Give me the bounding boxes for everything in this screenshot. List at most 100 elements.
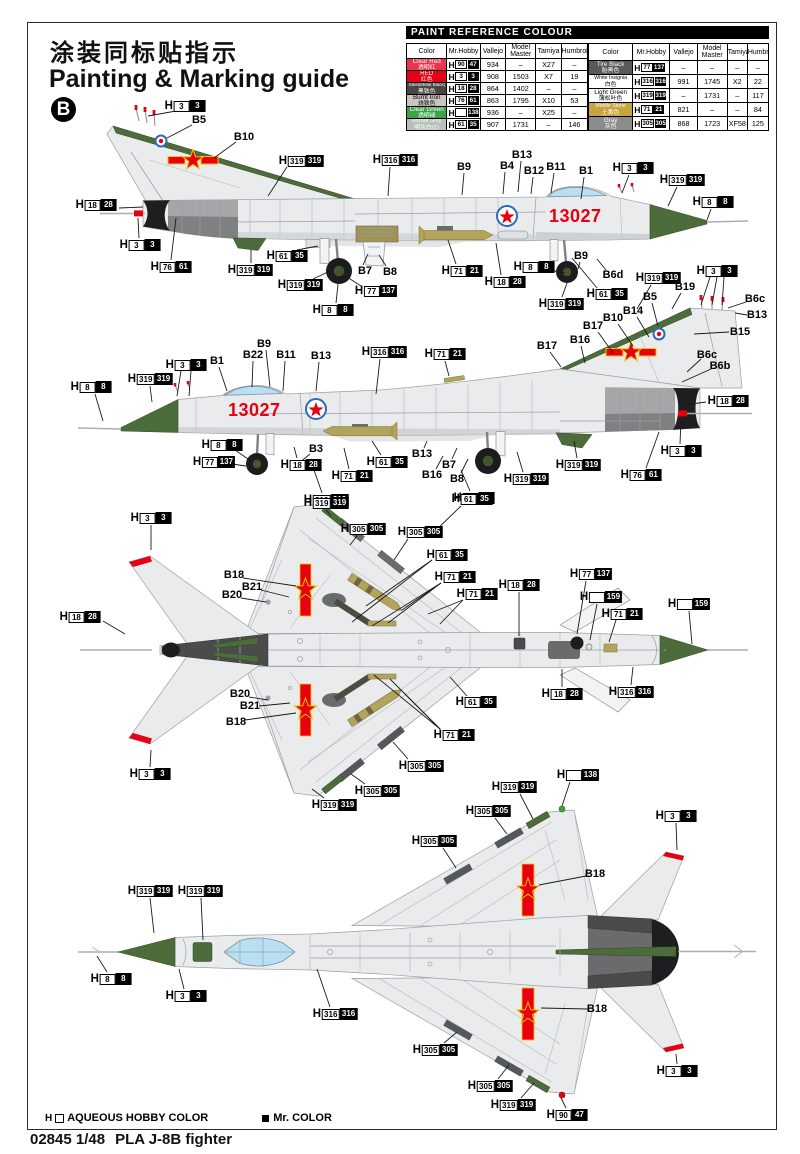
art-shape [255,433,260,456]
art-shape [239,411,561,415]
humbrol-code: 146 [560,118,589,131]
paint-callout-h: H [424,348,433,360]
leader-line [118,206,144,209]
leader-line [580,345,586,364]
paint-name-cn: 黑铁色 [417,87,436,95]
art-shape [333,598,374,627]
hobby-h-prefix: H [448,119,455,130]
mrcolor-number: 3 [189,100,206,112]
aqueous-number: 319 [312,497,331,509]
leader-line [343,447,350,470]
art-shape [362,241,386,267]
art-shape [443,863,473,885]
mrcolor-number: 137 [379,285,398,297]
leader-line [688,610,693,645]
mrcolor-number: 28 [100,199,117,211]
wing-insignia-top-up [515,863,541,917]
part-callout: B12 [523,165,545,177]
art-shape [347,689,403,728]
mrcolor-number: 28 [305,459,322,471]
col-color: Color [587,42,634,62]
art-shape [605,348,624,357]
art-shape [377,549,405,575]
art-shape [570,636,584,650]
part-callout: B13 [511,149,533,161]
paint-callout-h: H [441,265,450,277]
tamiya-code: X10 [535,94,562,107]
leader-line [519,793,534,820]
leader-line [312,270,331,280]
mrcolor-number: 8 [115,973,132,985]
leader-line [439,599,464,625]
aircraft-number: 13027 [549,206,602,226]
art-shape [443,1019,473,1041]
art-shape [347,689,403,728]
paint-callout-h: H [70,381,79,393]
art-shape [525,1075,551,1093]
modelmaster-code: 1731 [696,88,728,104]
paint-swatch: Steel(Metal Black)黑铁色 [405,82,448,95]
paint-callout-h: H [546,1109,555,1121]
mrcolor-number: 319 [517,1099,536,1111]
paint-callout-h: H [366,456,375,468]
art-shape [367,620,397,627]
aqueous-number: 305 [420,835,439,847]
tamiya-code: – [726,102,748,118]
art-shape [130,151,164,202]
art-shape [699,295,703,300]
art-shape [663,852,684,861]
mrcolor-number: 21 [481,588,498,600]
aqueous-number [565,769,582,781]
paint-callout-h: H [491,781,501,793]
paint-name-cn: 土黄色 [601,108,620,116]
paint-callout-h: H [165,359,174,371]
hobby-h-prefix: H [634,104,641,115]
aqueous-code-box: 305 [640,119,655,128]
art-shape [333,265,345,277]
art-shape [630,183,634,187]
tamiya-code: X2 [726,74,748,90]
part-callout: B22 [242,349,264,361]
part-callout: B8 [382,266,398,278]
part-callout: B13 [746,309,768,321]
paint-callout-h: H [130,512,139,524]
paint-callout-h: H [266,250,275,262]
paint-callout-h: H [503,473,513,485]
mrcolor-number: 21 [449,348,466,360]
mrcolor-number: 21 [466,265,483,277]
leader-line [311,788,325,799]
art-shape [417,639,423,645]
leader-line [449,676,468,697]
art-shape [494,827,524,849]
mrcolor-number: 35 [391,456,408,468]
aqueous-number: 8 [210,439,227,451]
modelmaster-code: 1795 [505,94,537,107]
aqueous-number: 319 [547,298,566,310]
paint-callout-h: H [579,591,589,603]
aqueous-number: 71 [340,470,357,482]
art-shape [663,1043,684,1052]
leader-line [349,535,358,546]
leader-line [597,331,614,354]
paint-table-right: ColorMr.HobbyVallejoModelMasterTamiyaHum… [587,42,770,131]
part-callout: B14 [622,305,644,317]
mrcolor-number: 159 [692,598,711,610]
mrcolor-number: 61 [645,469,662,481]
mrcolor-number: 316 [339,1008,358,1020]
part-callout: B5 [191,114,207,126]
paint-callout-h: H [620,469,629,481]
